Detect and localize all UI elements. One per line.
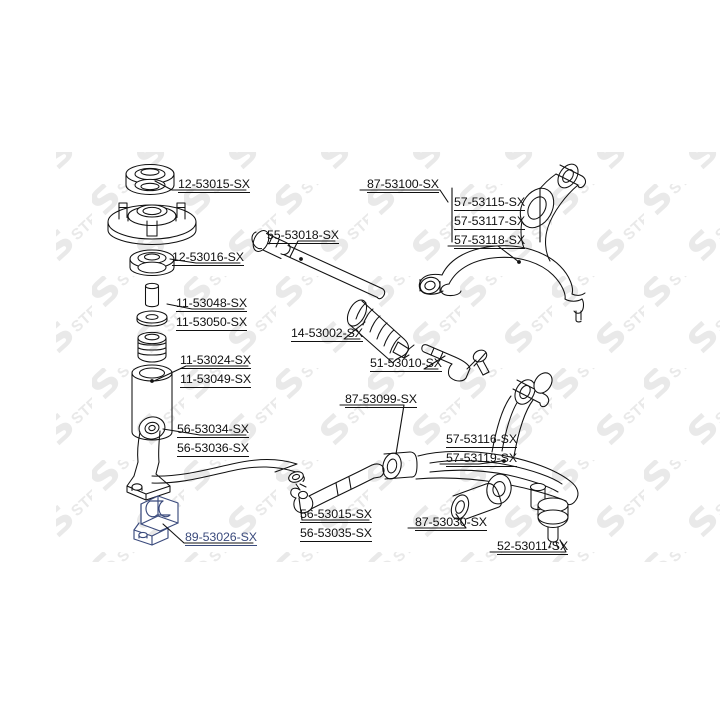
part-label[interactable]: 11-53049-SX xyxy=(180,372,251,388)
part-label[interactable]: 57-53116-SX xyxy=(446,432,517,448)
part-label[interactable]: 52-53011-SX xyxy=(497,539,568,555)
part-label[interactable]: 11-53024-SX xyxy=(180,353,251,369)
part-label[interactable]: 87-53100-SX xyxy=(367,177,439,193)
part-label[interactable]: 11-53048-SX xyxy=(176,296,247,312)
part-label[interactable]: 57-53115-SX xyxy=(454,195,525,211)
part-label[interactable]: 55-53018-SX xyxy=(267,228,339,244)
part-label[interactable]: 57-53118-SX xyxy=(454,233,525,249)
part-label[interactable]: 12-53015-SX xyxy=(178,177,250,193)
part-label[interactable]: 56-53015-SX xyxy=(300,507,372,523)
part-label[interactable]: 14-53002-SX xyxy=(291,326,363,342)
part-label[interactable]: 57-53117-SX xyxy=(454,214,525,230)
part-label[interactable]: 87-53099-SX xyxy=(345,392,417,408)
part-label[interactable]: 57-53119-SX xyxy=(446,451,517,467)
part-label[interactable]: 56-53034-SX xyxy=(177,422,249,438)
part-label[interactable]: 56-53036-SX xyxy=(177,441,249,457)
part-label-highlighted[interactable]: 89-53026-SX xyxy=(185,530,257,546)
part-label[interactable]: 56-53035-SX xyxy=(300,526,372,542)
part-label[interactable]: 12-53016-SX xyxy=(172,250,244,266)
part-label[interactable]: 11-53050-SX xyxy=(176,315,247,331)
part-label[interactable]: 51-53010-SX xyxy=(370,356,442,372)
part-label[interactable]: 87-53030-SX xyxy=(415,515,487,531)
